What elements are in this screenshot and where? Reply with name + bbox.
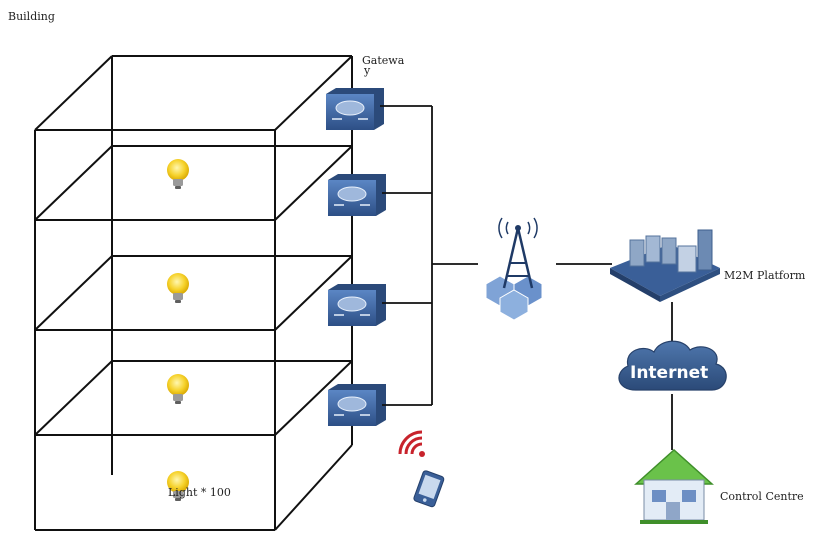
control-centre-house-icon (634, 448, 714, 524)
gateway-label-line2: y (363, 64, 371, 77)
handheld-device-icon (413, 470, 445, 508)
gateway-icon (328, 384, 386, 426)
internet-cloud-icon (618, 340, 727, 391)
control-centre-label: Control Centre (720, 490, 804, 503)
light-count-label: Light * 100 (168, 486, 231, 499)
light-bulb-icon (167, 159, 189, 189)
building-label: Building (8, 10, 55, 23)
gateway-label: Gatewa y (362, 54, 408, 77)
gateway-icon (328, 284, 386, 326)
gateway-bus-wiring (380, 105, 478, 406)
light-bulb-icon (167, 471, 189, 501)
gateway-icon (328, 174, 386, 216)
gateway-icon (326, 88, 384, 130)
cell-tower-icon (485, 217, 543, 321)
m2m-platform-label: M2M Platform (724, 269, 806, 282)
gateway-label-line1: Gatewa (362, 54, 405, 67)
building-frame (34, 55, 353, 531)
internet-label: Internet (630, 363, 708, 383)
light-bulb-icon (167, 374, 189, 404)
m2m-platform-icon (610, 229, 720, 302)
wireless-signal-icon (398, 430, 425, 457)
light-bulb-icon (167, 273, 189, 303)
